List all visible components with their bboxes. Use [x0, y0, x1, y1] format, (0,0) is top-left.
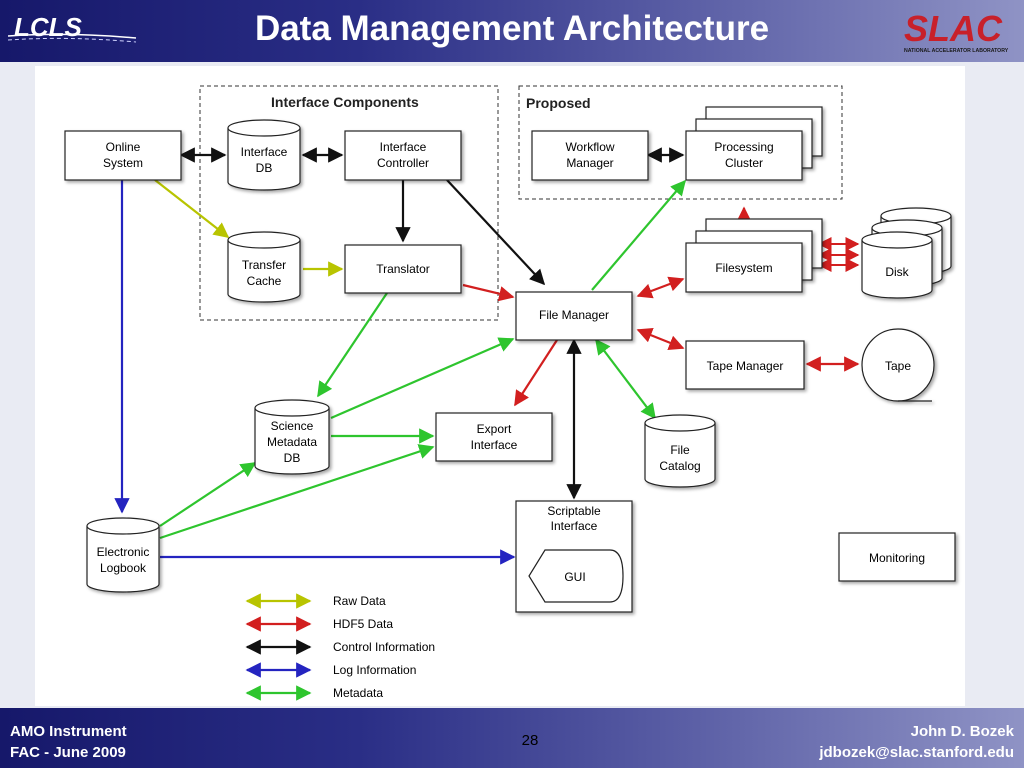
svg-text:Interface: Interface	[380, 140, 427, 154]
node-tape	[861, 328, 935, 402]
node-export-interface: Export Interface	[435, 412, 553, 462]
page-number: 28	[521, 732, 539, 749]
node-science-db-label-2: Metadata	[267, 435, 317, 449]
svg-text:GUI: GUI	[564, 570, 585, 584]
slac-logo-subtitle: NATIONAL ACCELERATOR LABORATORY	[904, 48, 1009, 54]
legend-label-metadata: Metadata	[333, 686, 383, 700]
node-transfer-cache-label: Transfer	[242, 258, 286, 272]
node-science-db-label-3: DB	[284, 451, 301, 465]
edge-sciencedb-filemanager	[330, 337, 515, 420]
edge-translator-filemanager	[462, 283, 515, 302]
svg-text:Controller: Controller	[377, 156, 429, 170]
node-workflow-manager: Workflow Manager	[531, 130, 649, 181]
node-online-system: Online System	[64, 130, 182, 181]
node-file-catalog	[644, 414, 716, 488]
node-gui: GUI	[528, 549, 624, 603]
edge-logbook-sciencedb	[159, 462, 257, 527]
node-processing-cluster: Processing Cluster	[685, 106, 823, 181]
slac-logo: SLAC NATIONAL ACCELERATOR LABORATORY	[904, 8, 1009, 54]
svg-text:Export: Export	[477, 422, 512, 436]
diagram-panel: Interface Components Proposed	[35, 66, 965, 706]
slac-logo-text: SLAC	[904, 8, 1003, 49]
architecture-diagram: Interface Components Proposed	[64, 85, 956, 701]
node-tape-label: Tape	[885, 359, 911, 373]
node-translator: Translator	[344, 244, 462, 294]
svg-text:Scriptable: Scriptable	[547, 504, 601, 518]
svg-text:Cluster: Cluster	[725, 156, 763, 170]
edge-filemanager-filecatalog	[595, 338, 656, 420]
node-transfer-cache-label-2: Cache	[247, 274, 282, 288]
footer-email: jdbozek@slac.stanford.edu	[819, 744, 1014, 761]
edge-controller-filemanager	[446, 179, 546, 286]
edge-filemanager-filesystem	[636, 276, 685, 299]
svg-text:System: System	[103, 156, 143, 170]
node-interface-db-label: Interface	[241, 145, 288, 159]
node-electronic-logbook	[86, 517, 160, 593]
edge-translator-sciencedb	[317, 292, 388, 398]
svg-text:Processing: Processing	[714, 140, 773, 154]
legend-label-log: Log Information	[333, 663, 416, 677]
svg-text:Interface: Interface	[471, 438, 518, 452]
node-interface-db	[227, 119, 301, 191]
node-file-catalog-label: File	[670, 443, 690, 457]
node-transfer-cache	[227, 231, 301, 303]
node-interface-db-label-2: DB	[256, 161, 273, 175]
svg-text:Workflow: Workflow	[565, 140, 614, 154]
svg-text:Translator: Translator	[376, 262, 430, 276]
node-science-db-label: Science	[271, 419, 314, 433]
legend-label-raw-data: Raw Data	[333, 594, 386, 608]
svg-text:Interface: Interface	[551, 519, 598, 533]
slide-footer: AMO Instrument FAC - June 2009 John D. B…	[0, 708, 1024, 768]
node-disk-label: Disk	[885, 265, 909, 279]
node-file-catalog-label-2: Catalog	[659, 459, 700, 473]
node-monitoring: Monitoring	[838, 532, 956, 582]
slide-header: LCLS Data Management Architecture SLAC N…	[0, 0, 1024, 62]
node-interface-controller: Interface Controller	[344, 130, 462, 181]
edge-filemanager-export	[514, 339, 558, 407]
group-interface-label: Interface Components	[271, 94, 419, 110]
footer-instrument: AMO Instrument	[10, 723, 127, 740]
legend-label-hdf5: HDF5 Data	[333, 617, 393, 631]
svg-text:Online: Online	[106, 140, 141, 154]
svg-text:Filesystem: Filesystem	[715, 261, 772, 275]
node-file-manager: File Manager	[515, 291, 633, 341]
legend: Raw Data HDF5 Data Control Information L…	[245, 593, 435, 701]
footer-date: FAC - June 2009	[10, 744, 126, 761]
node-disk	[861, 207, 952, 299]
lcls-logo: LCLS	[8, 12, 137, 43]
edge-filemanager-cluster	[591, 179, 686, 291]
svg-text:Monitoring: Monitoring	[869, 551, 925, 565]
lcls-logo-text: LCLS	[14, 12, 83, 42]
node-science-metadata-db	[254, 399, 330, 475]
edge-filemanager-tapemanager	[636, 327, 685, 351]
svg-text:Manager: Manager	[566, 156, 613, 170]
legend-label-control: Control Information	[333, 640, 435, 654]
group-proposed-label: Proposed	[526, 95, 591, 111]
svg-text:Tape Manager: Tape Manager	[707, 359, 784, 373]
group-interface-components: Interface Components	[199, 85, 499, 321]
footer-author: John D. Bozek	[910, 723, 1014, 740]
node-logbook-label: Electronic	[97, 545, 150, 559]
edge-logbook-export	[159, 444, 435, 540]
group-proposed: Proposed	[518, 85, 843, 200]
node-filesystem: Filesystem	[685, 218, 823, 293]
edge-online-transfercache	[154, 179, 230, 238]
node-tape-manager: Tape Manager	[685, 340, 805, 390]
svg-text:File Manager: File Manager	[539, 308, 609, 322]
node-logbook-label-2: Logbook	[100, 561, 147, 575]
slide-title: Data Management Architecture	[254, 9, 770, 48]
